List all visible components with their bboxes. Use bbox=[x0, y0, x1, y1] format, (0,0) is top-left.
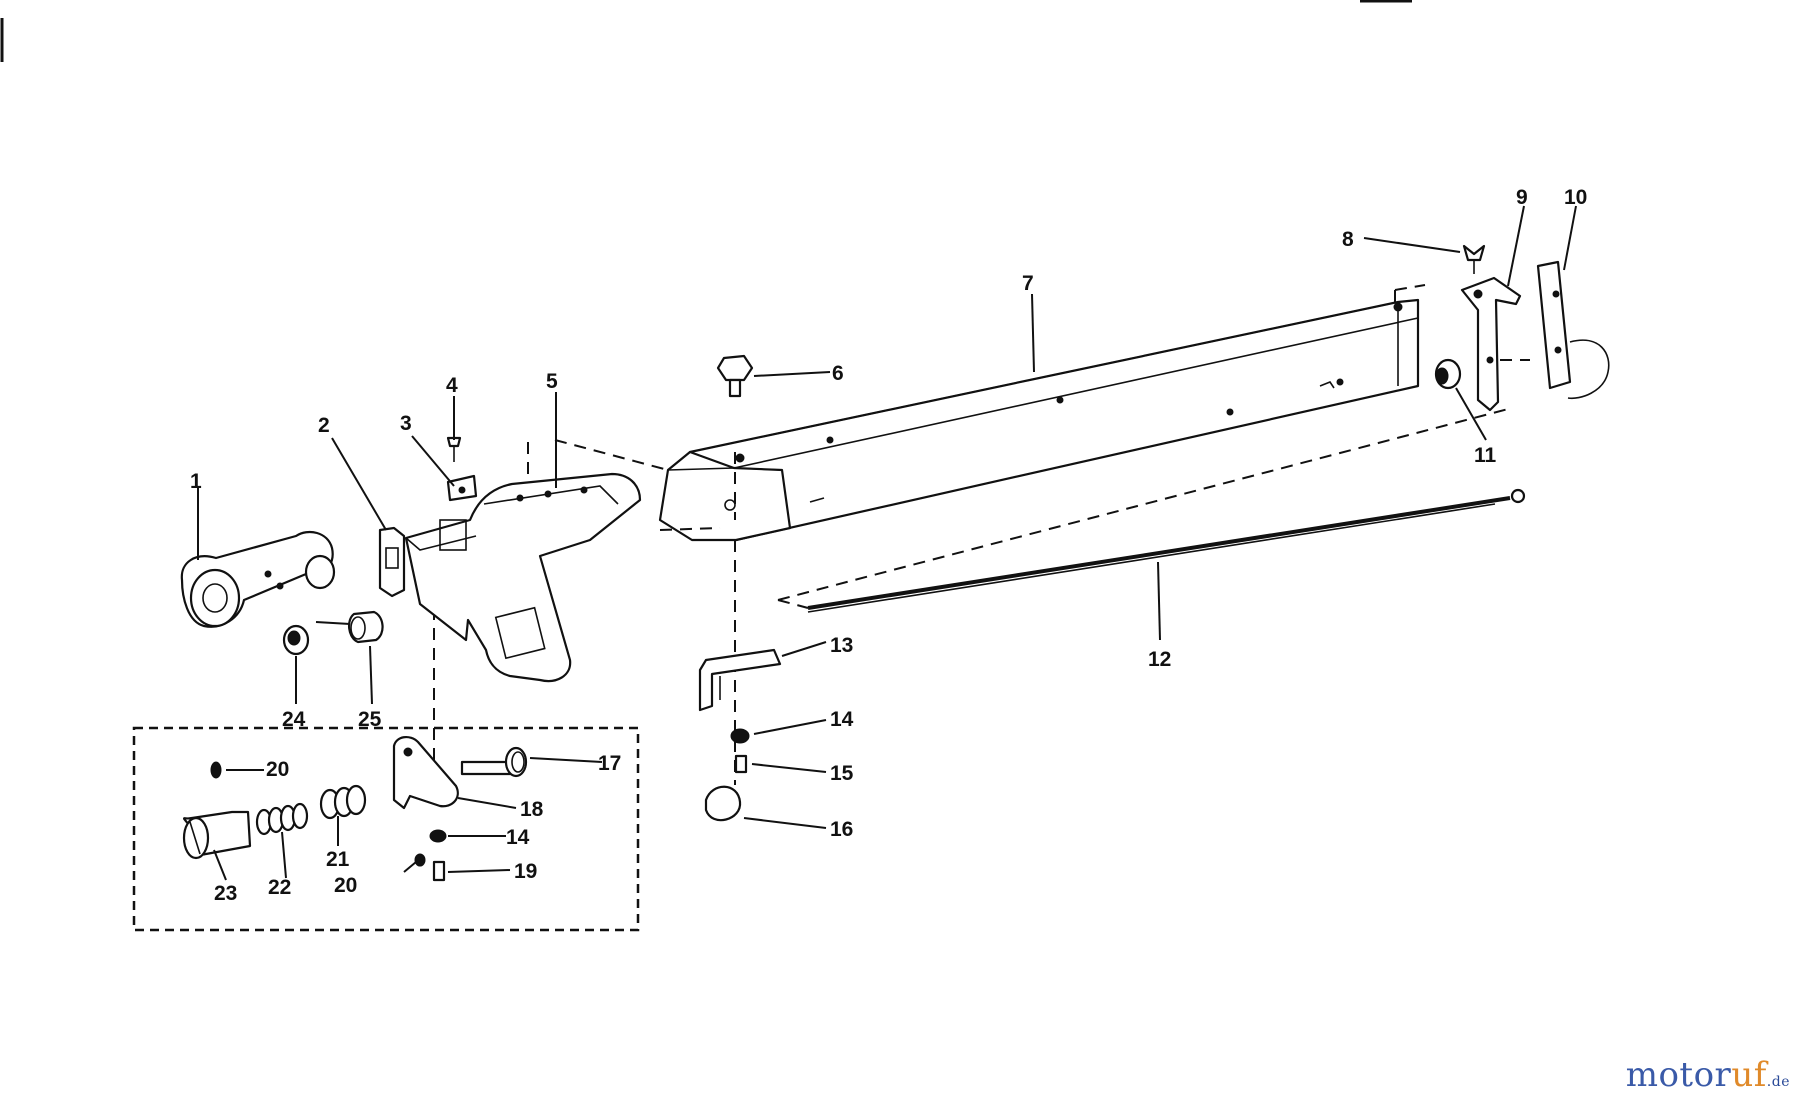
callout-1: 1 bbox=[190, 470, 202, 493]
callout-24: 24 bbox=[282, 708, 306, 731]
part-23-knob bbox=[182, 810, 252, 860]
callout-17: 17 bbox=[598, 752, 621, 775]
watermark-part-b: uf bbox=[1731, 1055, 1767, 1095]
part-6-knob-bolt bbox=[716, 354, 754, 398]
part-9-bracket bbox=[1460, 276, 1522, 412]
part-12-rod bbox=[777, 407, 1526, 613]
part-14-washer-upper bbox=[730, 728, 750, 744]
callout-19: 19 bbox=[514, 860, 537, 883]
watermark-part-c: .de bbox=[1766, 1074, 1790, 1090]
sub-assembly-box bbox=[132, 726, 640, 932]
callout-18: 18 bbox=[520, 798, 544, 821]
watermark-part-a: motor bbox=[1625, 1055, 1732, 1095]
part-15-screw bbox=[734, 754, 748, 774]
part-18-lock-lever bbox=[392, 736, 459, 810]
callout-14: 14 bbox=[830, 708, 854, 731]
callout-15: 15 bbox=[830, 762, 854, 785]
callout-12: 12 bbox=[1148, 648, 1171, 671]
part-16-pad bbox=[704, 785, 742, 822]
callout-20-lower: 20 bbox=[334, 874, 357, 897]
callout-4: 4 bbox=[446, 374, 458, 397]
callout-9: 9 bbox=[1516, 186, 1528, 209]
part-11-bushing bbox=[1434, 358, 1462, 390]
callout-labels: 1 2 3 4 5 6 7 8 9 10 11 12 13 14 15 16 1… bbox=[190, 186, 1587, 905]
callout-10: 10 bbox=[1564, 186, 1587, 209]
callout-8: 8 bbox=[1342, 228, 1354, 251]
callout-11: 11 bbox=[1474, 444, 1497, 467]
callout-22: 22 bbox=[268, 876, 291, 899]
part-25-bushing bbox=[348, 610, 384, 644]
part-21-bushing bbox=[319, 784, 367, 820]
part-17-bolt bbox=[460, 746, 528, 778]
part-22-spring bbox=[255, 802, 309, 836]
part-4-screw bbox=[446, 436, 462, 462]
motoruf-watermark: motoruf.de bbox=[1626, 1055, 1790, 1095]
part-5-carriage-base bbox=[404, 472, 642, 683]
callout-20: 20 bbox=[266, 758, 289, 781]
part-24-nut bbox=[282, 624, 310, 656]
part-19-screw bbox=[432, 860, 446, 882]
callout-7: 7 bbox=[1022, 272, 1034, 295]
callout-16: 16 bbox=[830, 818, 853, 841]
callout-25: 25 bbox=[358, 708, 382, 731]
part-3-plate bbox=[446, 474, 478, 502]
callout-6: 6 bbox=[832, 362, 844, 385]
callout-5: 5 bbox=[546, 370, 558, 393]
part-2-clamp bbox=[378, 526, 406, 598]
callout-14-lower: 14 bbox=[506, 826, 530, 849]
part-7-rail-arm bbox=[658, 298, 1420, 542]
part-1-roller-bracket bbox=[180, 530, 336, 628]
callout-21: 21 bbox=[326, 848, 350, 871]
callout-leader-lines bbox=[197, 205, 1577, 881]
part-13-clip bbox=[698, 648, 782, 712]
part-8-wing-screw bbox=[1462, 244, 1486, 274]
part-10-end-plate bbox=[1536, 260, 1610, 400]
callout-23: 23 bbox=[214, 882, 237, 905]
callout-13: 13 bbox=[830, 634, 853, 657]
callout-3: 3 bbox=[400, 412, 412, 435]
part-20-ball-lower bbox=[414, 853, 426, 867]
part-14-washer-lower bbox=[429, 829, 447, 843]
callout-2: 2 bbox=[318, 414, 330, 437]
part-20-ball-upper bbox=[210, 761, 222, 779]
